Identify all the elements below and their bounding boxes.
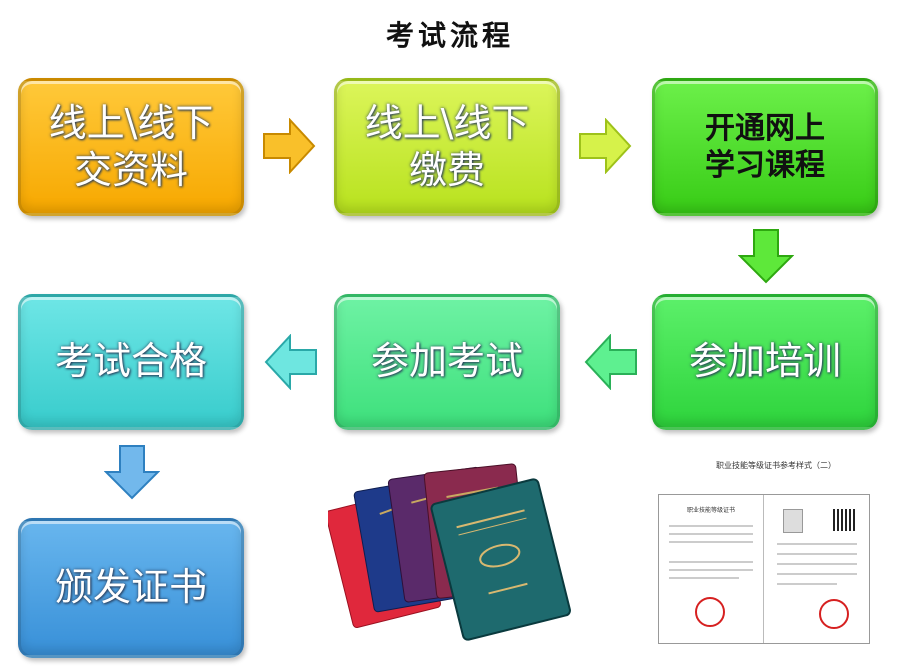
arrow-down-icon: [104, 445, 160, 500]
certificate-booklets-image: [328, 463, 571, 641]
step-label-line1: 颁发证书: [54, 565, 207, 610]
step-label-line2: 学习课程: [705, 148, 825, 183]
certificate-sample-page: 职业技能等级证书: [658, 494, 870, 644]
page-title: 考试流程: [385, 19, 514, 52]
arrow-left-icon: [584, 334, 637, 390]
red-seal-icon: [695, 597, 725, 627]
arrow-left-icon: [264, 334, 317, 390]
step-take-exam: 参加考试: [334, 294, 560, 430]
step-pass-exam: 考试合格: [18, 294, 244, 430]
step-label-line1: 开通网上: [705, 110, 825, 146]
step-submit-materials: 线上\线下 交资料: [18, 78, 244, 216]
step-label-line1: 线上\线下: [364, 100, 530, 145]
step-pay-fees: 线上\线下 缴费: [334, 78, 560, 216]
arrow-down-icon: [738, 229, 794, 284]
certificate-sample-sheet: 职业技能等级证书参考样式（二） 职业技能等级证书: [606, 458, 894, 658]
red-seal-icon: [819, 599, 849, 629]
step-issue-certificate: 颁发证书: [18, 518, 244, 658]
step-open-online-course: 开通网上 学习课程: [652, 78, 878, 216]
step-label-line1: 参加培训: [688, 339, 841, 384]
step-label-line1: 线上\线下: [48, 100, 214, 145]
arrow-right-icon: [579, 118, 632, 174]
photo-placeholder-icon: [783, 509, 803, 533]
step-attend-training: 参加培训: [652, 294, 878, 430]
certificate-sample-heading: 职业技能等级证书参考样式（二）: [716, 461, 836, 470]
arrow-right-icon: [263, 118, 316, 174]
step-label-line1: 参加考试: [370, 339, 523, 384]
certificate-sample-title: 职业技能等级证书: [686, 507, 735, 514]
step-label-line2: 缴费: [408, 148, 485, 192]
step-label-line2: 交资料: [73, 148, 188, 192]
qr-code-icon: [833, 509, 855, 531]
step-label-line1: 考试合格: [54, 339, 207, 384]
